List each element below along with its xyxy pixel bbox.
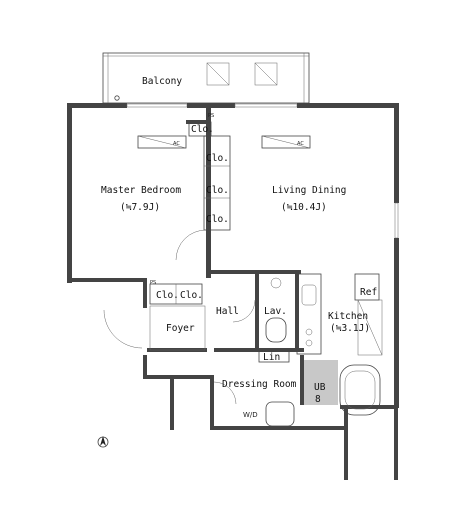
label-living-dining: Living Dining [272,185,346,196]
label-master-bedroom: Master Bedroom [101,185,181,196]
label-dressing-room: Dressing Room [222,379,297,390]
label-clo-foyer-1: Clo. [156,290,179,301]
label-lin: Lin [263,352,280,363]
bedroom-closets [188,121,231,231]
label-wd: W/D [243,411,258,419]
ps-label-top: PS [208,113,214,119]
label-master-bedroom-size: (≒7.9J) [120,202,160,213]
label-clo-foyer-2: Clo. [180,290,203,301]
label-ref: Ref [360,287,377,298]
label-lav: Lav. [264,306,287,317]
kitchen-fixtures [296,273,383,356]
doors [103,229,256,405]
outer-walls [67,103,399,480]
label-kitchen-size: (≒3.1J) [330,323,370,334]
label-clo-2: Clo. [206,185,229,196]
ac-label-living: AC [297,141,304,147]
label-ub: UB [314,382,326,393]
label-balcony: Balcony [142,76,182,87]
ac-label-bedroom: AC [173,141,180,147]
label-hall: Hall [216,306,239,317]
label-clo-3: Clo. [206,214,229,225]
label-clo-top: Clo. [191,124,214,135]
label-foyer: Foyer [166,323,195,334]
north-arrow-icon [97,436,109,448]
label-ub-number: 8 [315,394,321,405]
lav-fixtures [265,277,287,343]
label-clo-1: Clo. [206,153,229,164]
ac-units: AC AC [137,135,311,149]
label-kitchen: Kitchen [328,311,368,322]
label-living-dining-size: (≒10.4J) [281,202,327,213]
balcony-area [102,52,310,104]
washer [265,401,295,427]
unit-bath [304,360,381,416]
ps-label-foyer: PS [150,280,156,286]
foyer-closets [149,283,206,351]
